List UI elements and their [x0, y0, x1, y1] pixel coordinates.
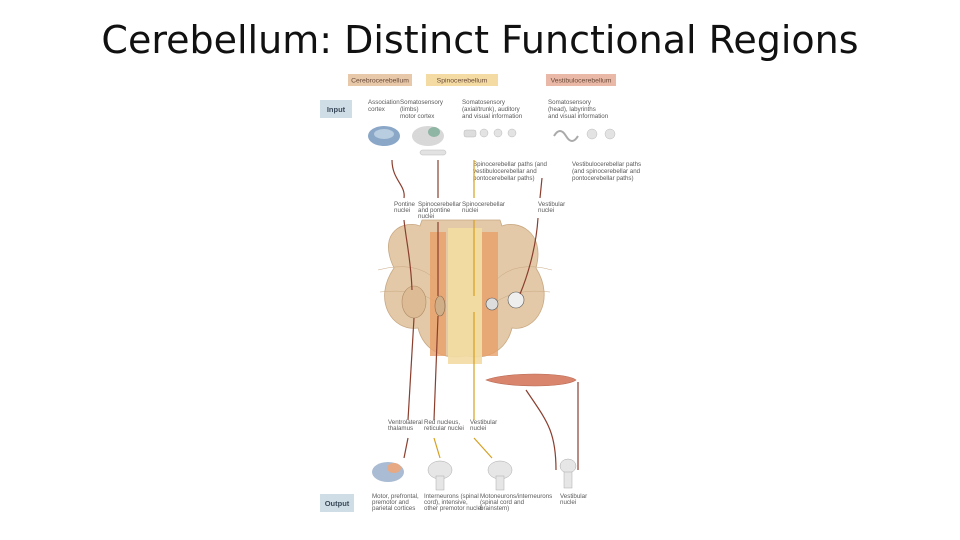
header-vestibulo-box [546, 74, 616, 86]
output-label-box [320, 494, 354, 512]
spine-icon [463, 128, 517, 138]
brain-motor-icon [412, 126, 447, 156]
output-vestibular-nuclei: Vestibular nuclei [560, 493, 589, 506]
output-brainstem-icon-2 [487, 460, 513, 491]
label-spinocerebellar-nuclei: Spinocerebellar nuclei [462, 201, 507, 214]
intermediate-band-right [482, 232, 498, 356]
pathways [391, 159, 579, 471]
input-association-cortex: Association cortex [368, 99, 401, 113]
output-motoneurons-axial: Motoneurons/interneurons (spinal cord an… [480, 493, 554, 512]
header-spinocerebellum: Spinocerebellum [437, 78, 488, 85]
fastigial-nucleus [485, 297, 499, 311]
slide-title: Cerebellum: Distinct Functional Regions [101, 18, 859, 62]
label-vestibular-nuclei-out: Vestibular nuclei [470, 419, 499, 432]
input-somatosensory-limbs: Somatosensory (limbs) motor cortex [400, 99, 445, 120]
output-motor-cortex: Motor, prefrontal, premotor and parietal… [372, 493, 421, 512]
output-brain-icon [372, 462, 404, 482]
cerebellum-diagram: Cerebrocerebellum Spinocerebellum Vestib… [320, 74, 643, 512]
label-ventrolateral-thalamus: Ventrolateral thalamus [388, 419, 424, 432]
labyrinth-icon [553, 128, 616, 142]
header-vestibulocerebellum: Vestibulocerebellum [551, 78, 612, 85]
label-pontine-nuclei: Pontine nuclei [394, 201, 417, 214]
label-spinocerebellar-pontine-nuclei: Spinocerebellar and pontine nuclei [418, 201, 463, 220]
brain-cortex-icon [368, 126, 400, 146]
input-somatosensory-axial: Somatosensory (axial/trunk), auditory an… [462, 99, 523, 120]
input-label-box [320, 100, 352, 118]
flocculus [507, 291, 525, 309]
output-brainstem-icon-3 [559, 458, 577, 489]
input-label: Input [327, 105, 346, 114]
interposed-nucleus [434, 295, 446, 317]
dentate-nucleus [401, 285, 427, 319]
label-vestibular-nuclei-in: Vestibular nuclei [538, 201, 567, 214]
cerebellum-body [377, 219, 553, 364]
flocculonodular-lobe [485, 373, 577, 387]
output-brainstem-icon-1 [427, 460, 453, 491]
cerebellum-figure: Cerebrocerebellum Spinocerebellum Vestib… [316, 70, 646, 520]
header-cerebro-box [348, 74, 412, 86]
label-spinocerebellar-paths: Spinocerebellar paths (and vestibulocere… [473, 161, 549, 182]
label-vestibulocerebellar-paths: Vestibulocerebellar paths (and spinocere… [572, 161, 643, 182]
vermis-band [448, 228, 482, 364]
input-vestibular-info: Somatosensory (head), labyrinths and vis… [548, 99, 609, 120]
output-label: Output [325, 499, 350, 508]
label-red-nucleus: Red nucleus, reticular nuclei [424, 419, 464, 432]
header-spino-box [426, 74, 498, 86]
header-cerebrocerebellum: Cerebrocerebellum [351, 78, 409, 85]
output-interneurons-limb: Interneurons (spinal cord), intensive, o… [424, 493, 482, 512]
